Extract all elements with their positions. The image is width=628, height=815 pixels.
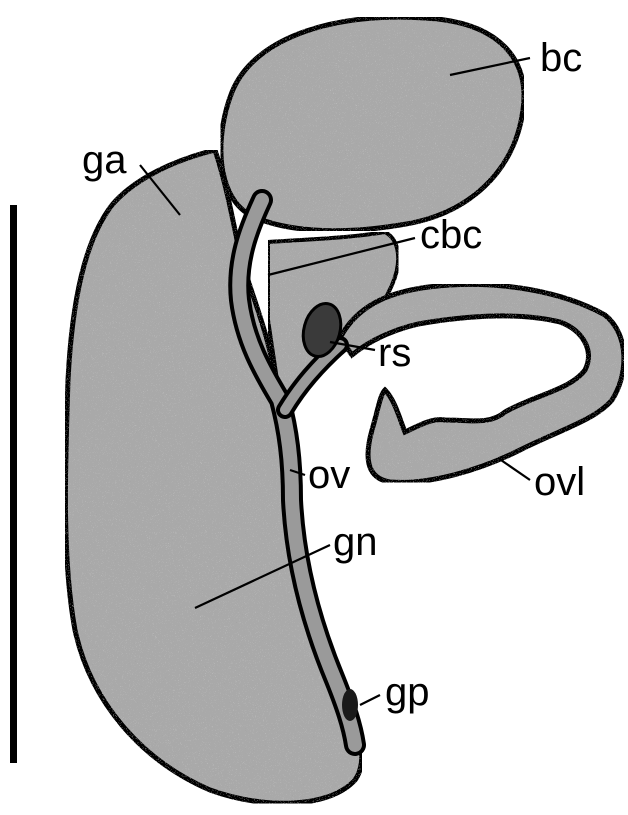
- label-ga: ga: [82, 140, 127, 180]
- genital-pore-shape: [342, 689, 358, 721]
- leader-line-gp: [360, 695, 380, 705]
- label-gn: gn: [333, 522, 378, 562]
- label-gp: gp: [385, 672, 430, 712]
- label-cbc: cbc: [420, 215, 482, 255]
- label-rs: rs: [378, 333, 411, 373]
- label-bc: bc: [540, 38, 582, 78]
- label-ovl: ovl: [534, 462, 585, 502]
- leader-line-ovl: [498, 458, 530, 480]
- scale-bar: [10, 205, 17, 763]
- label-ov: ov: [308, 455, 350, 495]
- oviduct-loop-shape: [340, 284, 624, 482]
